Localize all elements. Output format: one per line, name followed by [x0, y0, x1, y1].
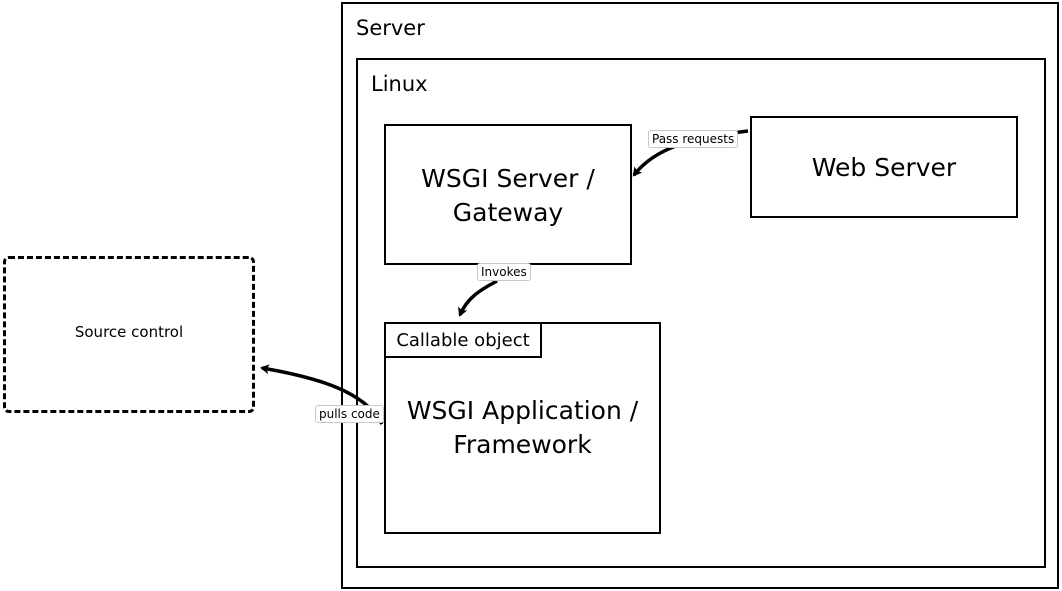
web-server-title: Web Server	[811, 153, 957, 182]
wsgi-application-title-line1: WSGI Application /	[406, 396, 639, 425]
callable-object-label: Callable object	[396, 329, 530, 351]
web-server-box: Web Server	[750, 116, 1018, 218]
wsgi-application-title-line2: Framework	[453, 430, 592, 459]
source-control-label: Source control	[74, 322, 184, 341]
linux-label: Linux	[371, 72, 428, 96]
wsgi-server-box: WSGI Server / Gateway	[384, 124, 632, 265]
wsgi-server-title-line2: Gateway	[452, 198, 564, 227]
callable-object-tab: Callable object	[384, 322, 542, 358]
invokes-arrow	[458, 279, 498, 317]
server-label: Server	[356, 16, 425, 40]
source-control-box: Source control	[3, 256, 255, 413]
pass-requests-label: Pass requests	[648, 130, 739, 148]
pulls-code-label: pulls code	[315, 405, 384, 423]
wsgi-server-title-line1: WSGI Server /	[421, 164, 595, 193]
invokes-label: Invokes	[477, 263, 531, 281]
